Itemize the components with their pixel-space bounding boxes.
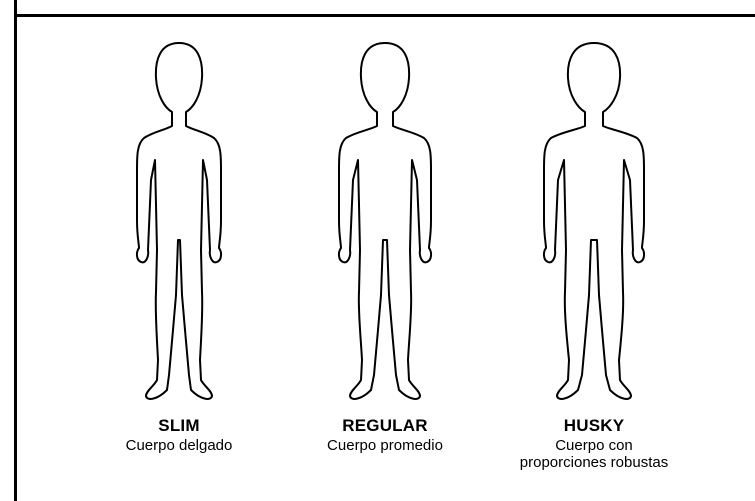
child-husky-silhouette-icon bbox=[514, 40, 674, 405]
top-border bbox=[14, 0, 755, 17]
slim-label-group: SLIM Cuerpo delgado bbox=[79, 415, 279, 454]
left-border bbox=[14, 0, 17, 501]
husky-description: Cuerpo con proporciones robustas bbox=[519, 437, 669, 471]
regular-label-group: REGULAR Cuerpo promedio bbox=[285, 415, 485, 454]
child-slim-silhouette-icon bbox=[99, 40, 259, 405]
slim-title: SLIM bbox=[158, 416, 200, 435]
slim-description: Cuerpo delgado bbox=[125, 437, 233, 454]
child-regular-silhouette-icon bbox=[305, 40, 465, 405]
regular-title: REGULAR bbox=[342, 416, 428, 435]
husky-title: HUSKY bbox=[563, 416, 625, 435]
regular-description: Cuerpo promedio bbox=[327, 437, 443, 454]
husky-label-group: HUSKY Cuerpo con proporciones robustas bbox=[494, 415, 694, 471]
